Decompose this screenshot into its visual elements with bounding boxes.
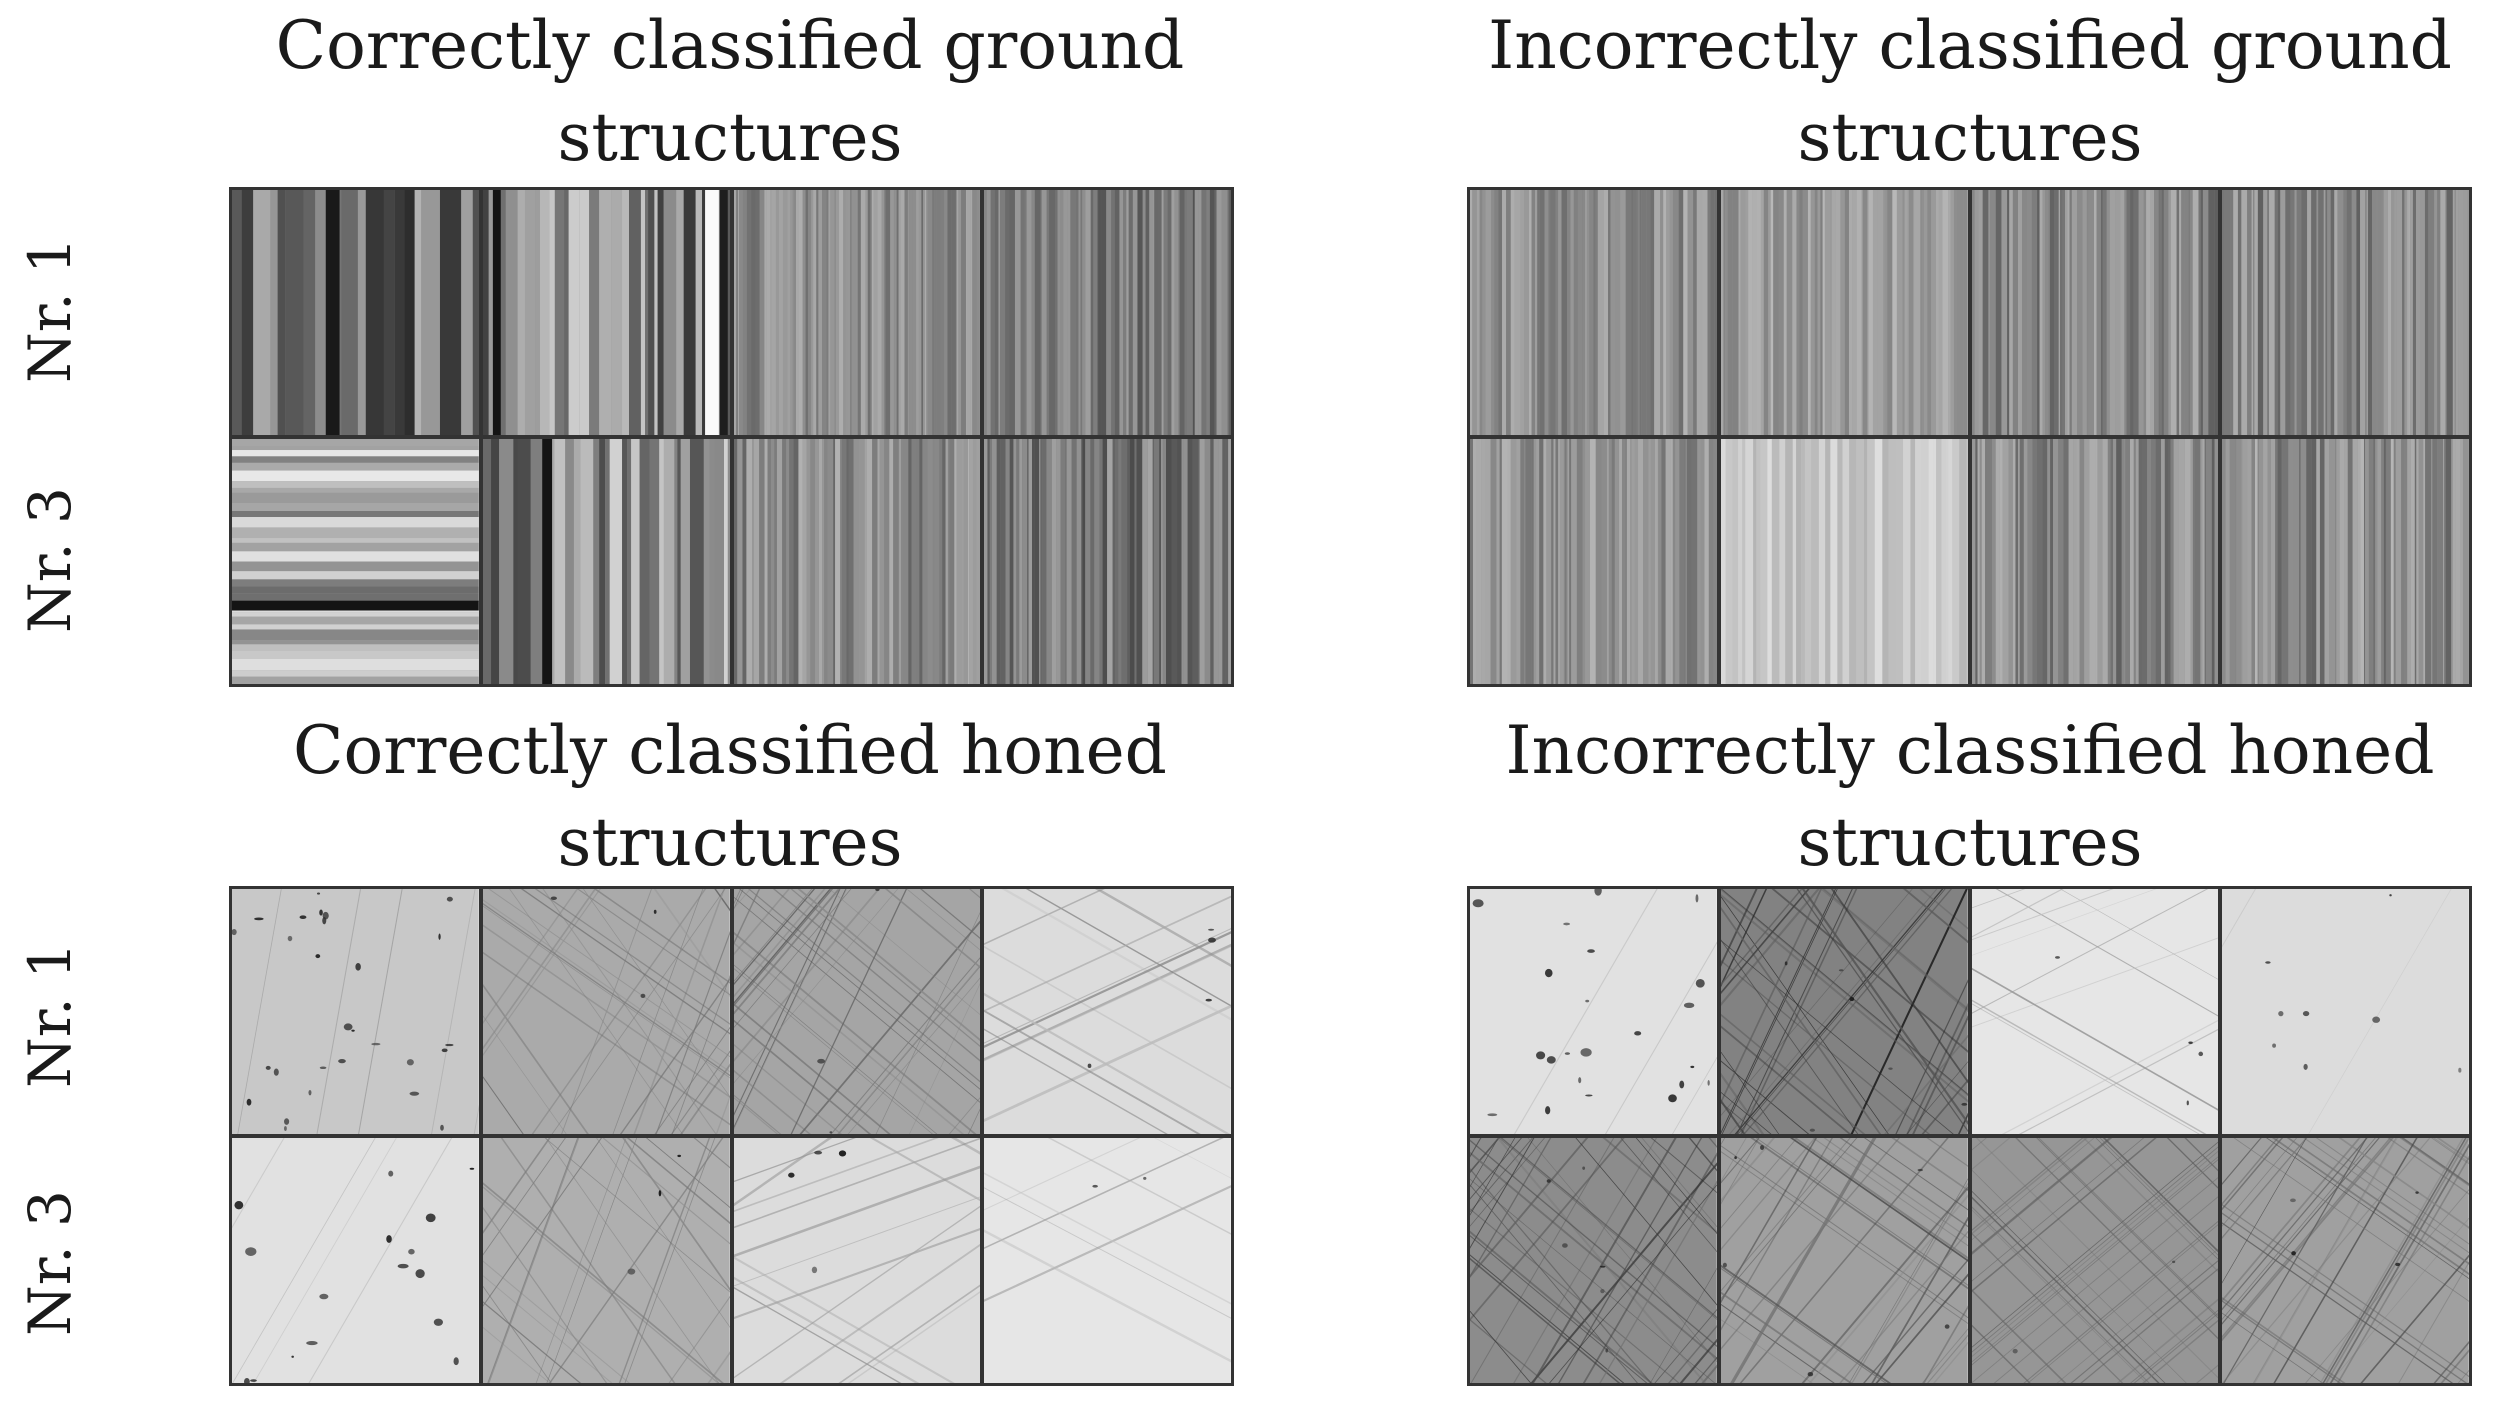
row-label-ground-nr1: Nr. 1	[16, 237, 85, 383]
texture-tile	[1720, 439, 1968, 684]
texture-tile	[984, 889, 1231, 1134]
texture-tile	[1720, 1138, 1968, 1383]
texture-tile	[733, 190, 981, 435]
row-label-honed-nr1: Nr. 1	[16, 942, 85, 1088]
title-line-1: Incorrectly classified honed	[1505, 712, 2435, 789]
texture-tile	[1720, 889, 1968, 1134]
texture-tile	[1971, 1138, 2219, 1383]
texture-tile	[984, 1138, 1231, 1383]
row-label-ground-nr3: Nr. 3	[16, 487, 85, 633]
title-line-2: structures	[1797, 99, 2143, 176]
grid-correct-honed	[229, 886, 1234, 1386]
texture-tile	[1470, 889, 1717, 1134]
texture-tile	[2222, 190, 2469, 435]
texture-tile	[733, 889, 981, 1134]
texture-tile	[2222, 439, 2469, 684]
grid-incorrect-honed	[1467, 886, 2472, 1386]
title-incorrect-ground: Incorrectly classified ground structures	[1470, 0, 2470, 184]
texture-tile	[482, 889, 730, 1134]
texture-tile	[482, 190, 730, 435]
texture-tile	[1470, 190, 1717, 435]
title-line-2: structures	[557, 804, 903, 881]
title-line-1: Correctly classified ground	[275, 7, 1185, 84]
texture-tile	[1971, 439, 2219, 684]
texture-tile	[984, 439, 1231, 684]
texture-tile	[232, 889, 479, 1134]
grid-incorrect-ground	[1467, 187, 2472, 687]
title-correct-ground: Correctly classified ground structures	[230, 0, 1230, 184]
texture-tile	[2222, 889, 2469, 1134]
title-line-1: Correctly classified honed	[293, 712, 1167, 789]
texture-tile	[232, 439, 479, 684]
title-correct-honed: Correctly classified honed structures	[230, 705, 1230, 889]
row-label-honed-nr3: Nr. 3	[16, 1190, 85, 1336]
title-line-2: structures	[1797, 804, 2143, 881]
grid-correct-ground	[229, 187, 1234, 687]
texture-tile	[482, 439, 730, 684]
texture-tile	[232, 190, 479, 435]
texture-tile	[482, 1138, 730, 1383]
texture-tile	[984, 190, 1231, 435]
texture-tile	[1971, 889, 2219, 1134]
texture-tile	[1720, 190, 1968, 435]
texture-tile	[1470, 439, 1717, 684]
texture-tile	[733, 439, 981, 684]
texture-tile	[232, 1138, 479, 1383]
texture-tile	[1470, 1138, 1717, 1383]
texture-tile	[733, 1138, 981, 1383]
texture-tile	[1971, 190, 2219, 435]
title-incorrect-honed: Incorrectly classified honed structures	[1470, 705, 2470, 889]
title-line-2: structures	[557, 99, 903, 176]
title-line-1: Incorrectly classified ground	[1488, 7, 2452, 84]
texture-tile	[2222, 1138, 2469, 1383]
